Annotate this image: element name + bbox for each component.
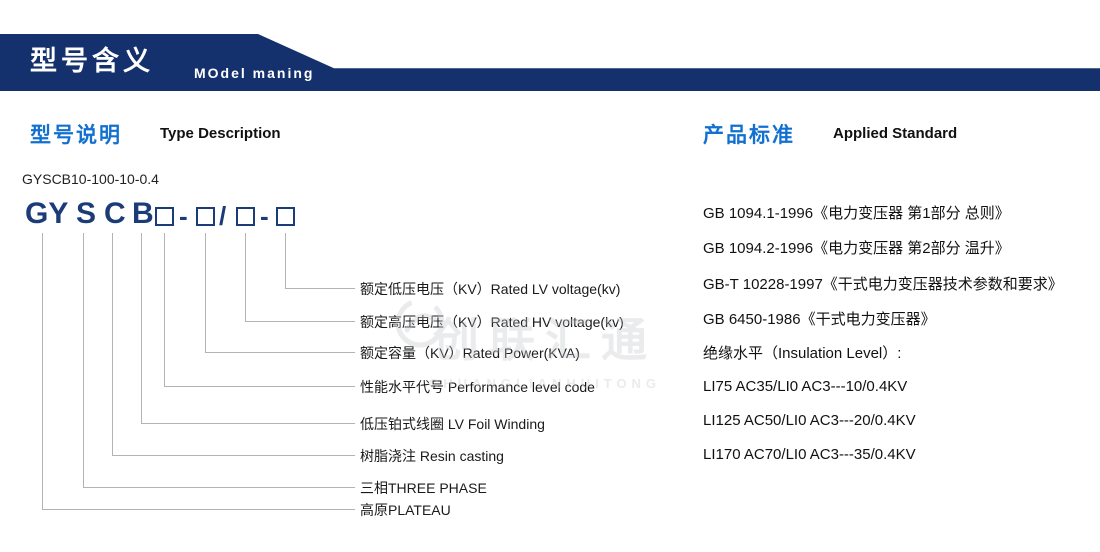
insulation-level-title: 绝缘水平（Insulation Level）: [703, 345, 902, 362]
banner-subtitle: MOdel maning [194, 65, 315, 81]
code-letter-b: B [132, 197, 154, 230]
code-placeholder-box-2 [196, 207, 215, 226]
connector-line-box1 [164, 233, 355, 387]
connector-line-gy [42, 233, 355, 510]
code-separator-slash: / [219, 201, 227, 231]
label-rated-lv-voltage: 额定低压电压（KV）Rated LV voltage(kv) [360, 281, 621, 297]
code-placeholder-box-4 [276, 207, 295, 226]
label-rated-hv-voltage: 额定高压电压（KV）Rated HV voltage(kv) [360, 314, 624, 330]
code-letter-c: C [104, 197, 126, 230]
insulation-level-35kv: LI170 AC70/LI0 AC3---35/0.4KV [703, 446, 916, 463]
label-rated-power: 额定容量（KV）Rated Power(KVA) [360, 345, 580, 361]
example-model-code: GYSCB10-100-10-0.4 [22, 171, 159, 187]
connector-line-box4 [285, 233, 355, 289]
standard-gb1094-2: GB 1094.2-1996《电力变压器 第2部分 温升》 [703, 240, 1010, 257]
title-banner: 型号含义 MOdel maning [0, 34, 1100, 91]
insulation-level-10kv: LI75 AC35/LI0 AC3---10/0.4KV [703, 378, 908, 395]
insulation-level-20kv: LI125 AC50/LI0 AC3---20/0.4KV [703, 412, 916, 429]
code-separator-dash-2: - [260, 201, 269, 231]
standard-gb6450: GB 6450-1986《干式电力变压器》 [703, 311, 936, 328]
label-lv-foil-winding: 低压铂式线圈 LV Foil Winding [360, 416, 545, 432]
label-resin-casting: 树脂浇注 Resin casting [360, 448, 504, 464]
connector-line-box3 [245, 233, 355, 322]
applied-standard-heading-zh: 产品标准 [703, 124, 795, 147]
type-description-heading-en: Type Description [160, 125, 281, 142]
code-letter-s: S [76, 197, 97, 230]
connector-line-s [83, 233, 355, 488]
label-plateau: 高原PLATEAU [360, 502, 451, 518]
connector-line-b [141, 233, 355, 424]
code-placeholder-box-3 [236, 207, 255, 226]
code-placeholder-box-1 [155, 207, 174, 226]
applied-standard-heading-en: Applied Standard [833, 125, 958, 142]
code-separator-dash-1: - [179, 201, 188, 231]
standard-gbt10228: GB-T 10228-1997《干式电力变压器技术参数和要求》 [703, 276, 1063, 293]
label-performance-level: 性能水平代号 Performance level code [360, 379, 595, 395]
label-three-phase: 三相THREE PHASE [360, 480, 487, 496]
type-description-heading-zh: 型号说明 [30, 124, 122, 147]
banner-title: 型号含义 [30, 46, 154, 76]
standard-gb1094-1: GB 1094.1-1996《电力变压器 第1部分 总则》 [703, 205, 1010, 222]
connector-line-box2 [205, 233, 355, 353]
connector-line-c [112, 233, 355, 456]
code-letter-gy: GY [25, 197, 69, 230]
